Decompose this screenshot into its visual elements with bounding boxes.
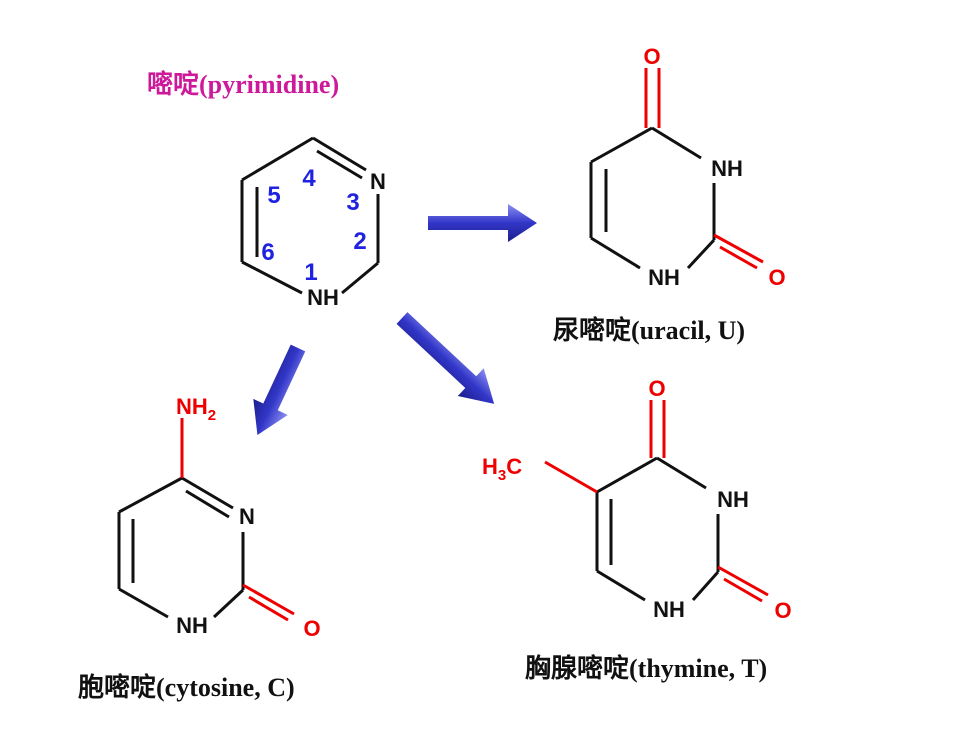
thymine-methyl-group: H3C — [482, 454, 522, 484]
cytosine-bonds — [117, 476, 245, 619]
uracil-atom-o-right: O — [768, 265, 785, 290]
uracil-atom-o-top: O — [643, 44, 660, 69]
ring-number-2: 2 — [353, 228, 366, 255]
pyrimidine-bonds — [240, 136, 380, 295]
cytosine-nh2-group: NH2 — [176, 394, 216, 424]
arrow-to-uracil-icon — [428, 204, 537, 242]
cytosine-atom-nh-bottom: NH — [176, 613, 208, 638]
cytosine-carbonyl-bonds — [180, 418, 295, 622]
uracil-carbonyl-bonds — [644, 68, 764, 270]
uracil-structure: O NH NH O 尿嘧啶(uracil, U) — [553, 44, 786, 345]
thymine-methyl-sub: 3 — [498, 467, 506, 484]
pyrimidine-atom-n3: N — [370, 169, 386, 194]
ring-number-4: 4 — [302, 165, 316, 192]
uracil-atom-nh-right: NH — [711, 156, 743, 181]
cytosine-nh2-sub: 2 — [208, 407, 216, 424]
thymine-atom-nh-bottom: NH — [653, 597, 685, 622]
thymine-atom-o-right: O — [774, 598, 791, 623]
ring-number-6: 6 — [261, 239, 274, 266]
thymine-substituent-bonds — [544, 400, 769, 603]
ring-number-5: 5 — [267, 182, 280, 209]
thymine-atom-o-top: O — [648, 376, 665, 401]
thymine-methyl-c: C — [506, 454, 522, 479]
ring-number-3: 3 — [346, 189, 359, 216]
arrow-to-cytosine-icon — [253, 344, 306, 436]
pyrimidine-structure: 嘧啶(pyrimidine) N NH 1 2 3 4 5 6 — [147, 69, 386, 310]
reaction-arrows — [253, 204, 537, 436]
thymine-structure: O H3C NH NH O 胸腺嘧啶(thymine, T) — [482, 376, 792, 683]
cytosine-atom-o: O — [303, 616, 320, 641]
ring-number-1: 1 — [304, 259, 317, 286]
pyrimidine-title: 嘧啶(pyrimidine) — [147, 69, 339, 99]
ring-numbering: 1 2 3 4 5 6 — [261, 165, 366, 286]
uracil-atom-nh-bottom: NH — [648, 265, 680, 290]
thymine-bonds — [595, 456, 720, 602]
cytosine-atom-n: N — [239, 504, 255, 529]
cytosine-caption: 胞嘧啶(cytosine, C) — [78, 672, 295, 702]
uracil-caption: 尿嘧啶(uracil, U) — [553, 315, 745, 345]
uracil-bonds — [589, 126, 716, 270]
thymine-caption: 胸腺嘧啶(thymine, T) — [525, 653, 767, 683]
thymine-methyl-h: H — [482, 454, 498, 479]
pyrimidine-atom-nh1: NH — [307, 285, 339, 310]
cytosine-nh2-main: NH — [176, 394, 208, 419]
thymine-atom-nh-right: NH — [717, 487, 749, 512]
arrow-to-thymine-icon — [396, 312, 495, 404]
cytosine-structure: NH2 N NH O 胞嘧啶(cytosine, C) — [78, 394, 321, 702]
